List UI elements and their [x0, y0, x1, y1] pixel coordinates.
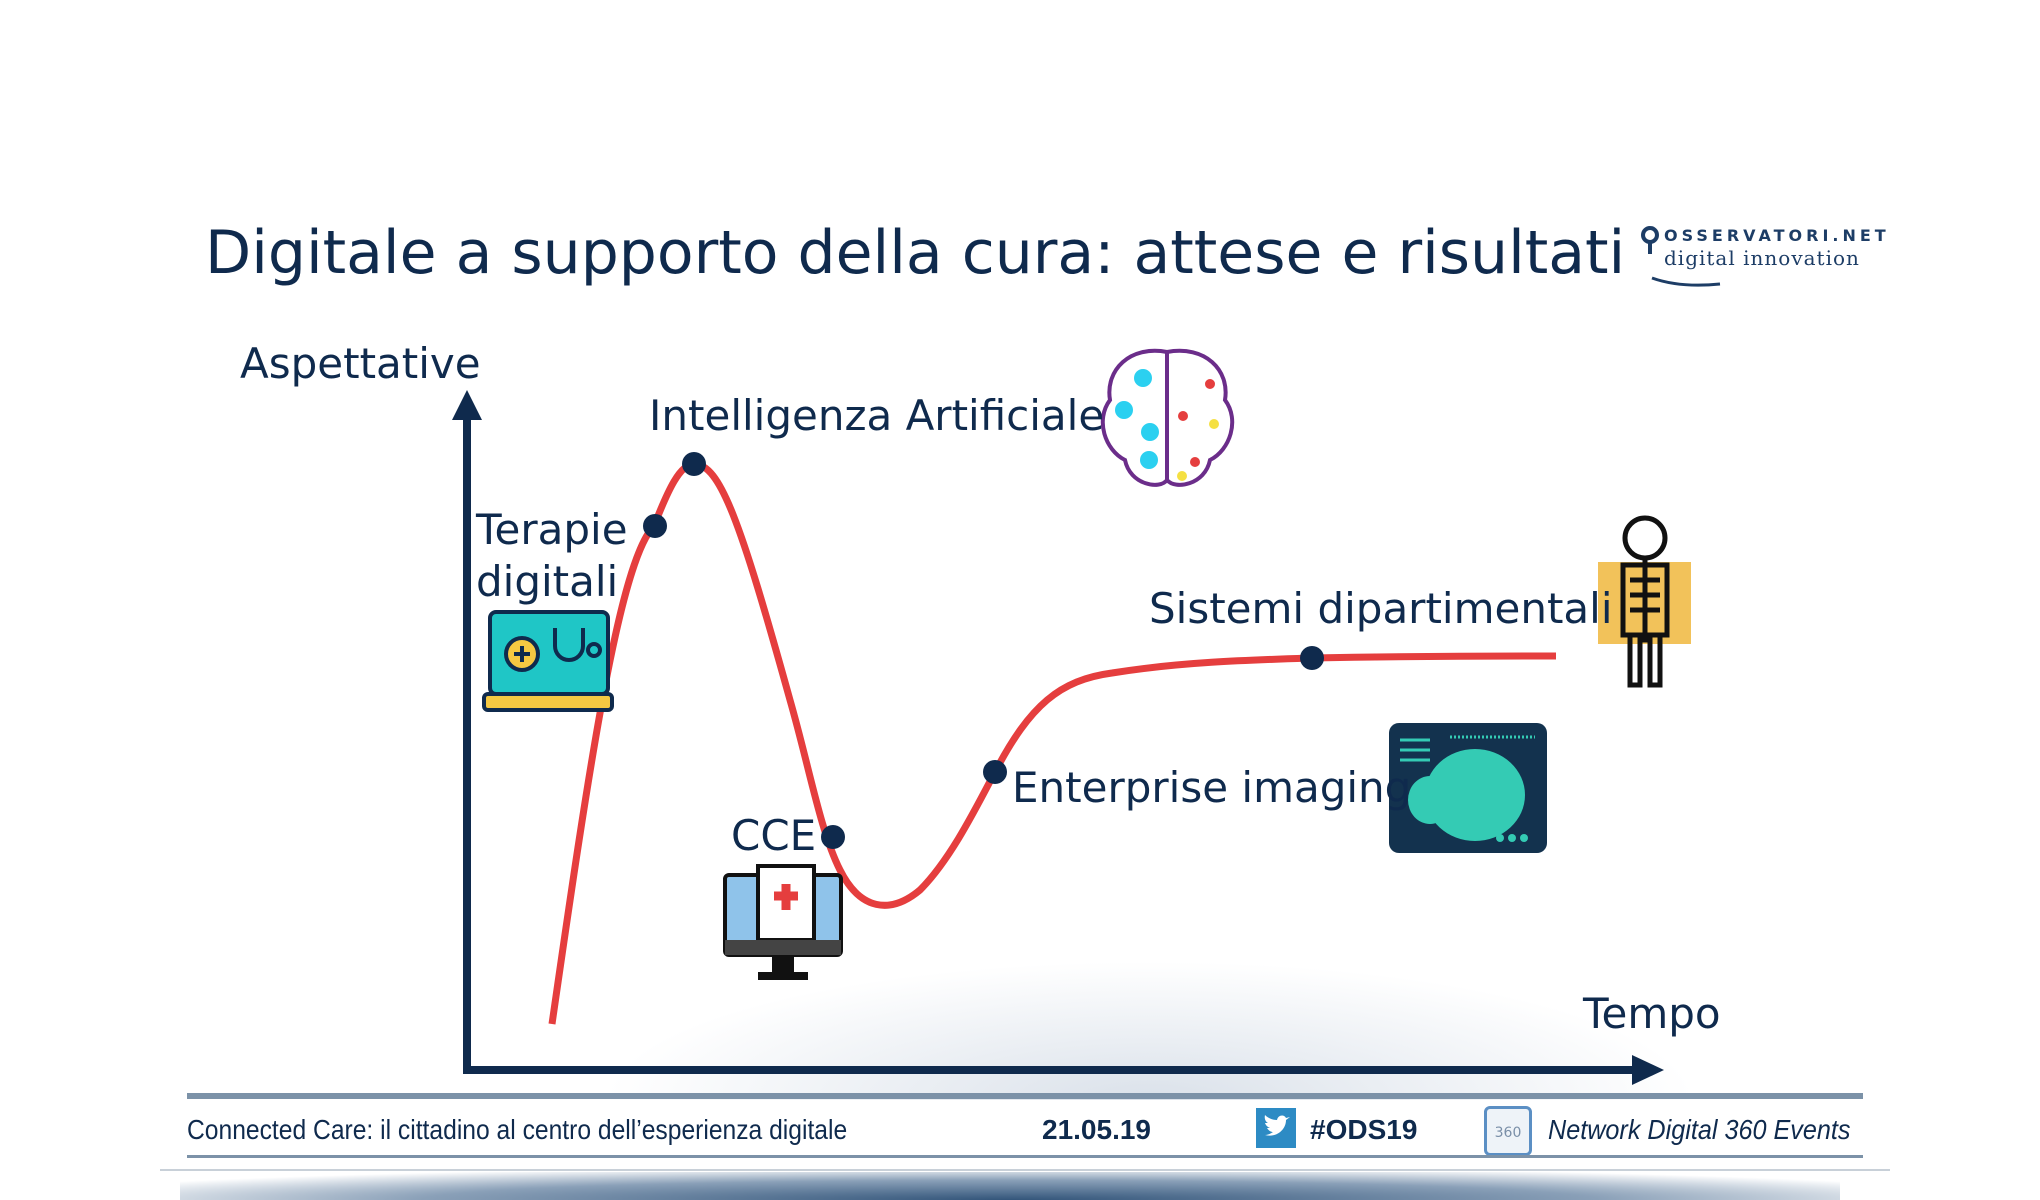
xray-skeleton-icon [1598, 515, 1691, 688]
label-cce: CCE [731, 811, 817, 860]
label-digitali: digitali [476, 557, 619, 606]
osservatori-logo: OSSERVATORI.NET digital innovation [1640, 226, 1886, 288]
twitter-icon [1256, 1108, 1296, 1148]
ultrasound-screen-icon [1389, 723, 1547, 853]
point-enterprise-imaging [983, 760, 1007, 784]
point-intelligenza-artificiale [682, 452, 706, 476]
point-cce [821, 825, 845, 849]
y-axis-arrow [452, 390, 482, 420]
footer-network: Network Digital 360 Events [1548, 1114, 1851, 1145]
divider [160, 1169, 1890, 1171]
footer-date: 21.05.19 [1042, 1114, 1151, 1145]
label-intelligenza-artificiale: Intelligenza Artificiale [649, 391, 1105, 440]
brain-circuit-icon [1100, 348, 1235, 487]
network360-icon: 360 [1484, 1106, 1532, 1156]
background-shade [600, 960, 1700, 1100]
svg-text:360: 360 [1495, 1125, 1522, 1141]
x-axis-label: Tempo [1583, 989, 1721, 1038]
logo-line2: digital innovation [1664, 246, 1860, 270]
point-sistemi-dipartimentali [1300, 646, 1324, 670]
logo-line1: OSSERVATORI.NET [1664, 226, 1890, 245]
label-terapie: Terapie [476, 505, 628, 554]
label-enterprise-imaging: Enterprise imaging [1012, 763, 1412, 812]
slide-title: Digitale a supporto della cura: attese e… [205, 218, 1626, 288]
x-axis-arrow [1632, 1055, 1664, 1085]
footer-event: Connected Care: il cittadino al centro d… [187, 1114, 848, 1145]
footer-hashtag: #ODS19 [1310, 1114, 1418, 1145]
footer-top-line [187, 1093, 1863, 1099]
point-terapie-digitali [643, 514, 667, 538]
laptop-stethoscope-icon [482, 610, 614, 712]
magnifier-icon [1641, 226, 1721, 287]
y-axis-label: Aspettative [240, 339, 481, 388]
footer-bottom-line [187, 1155, 1863, 1158]
medical-record-monitor-icon [723, 864, 843, 980]
label-sistemi-dipartimentali: Sistemi dipartimentali [1149, 584, 1613, 633]
bottom-gradient [180, 1172, 1840, 1200]
